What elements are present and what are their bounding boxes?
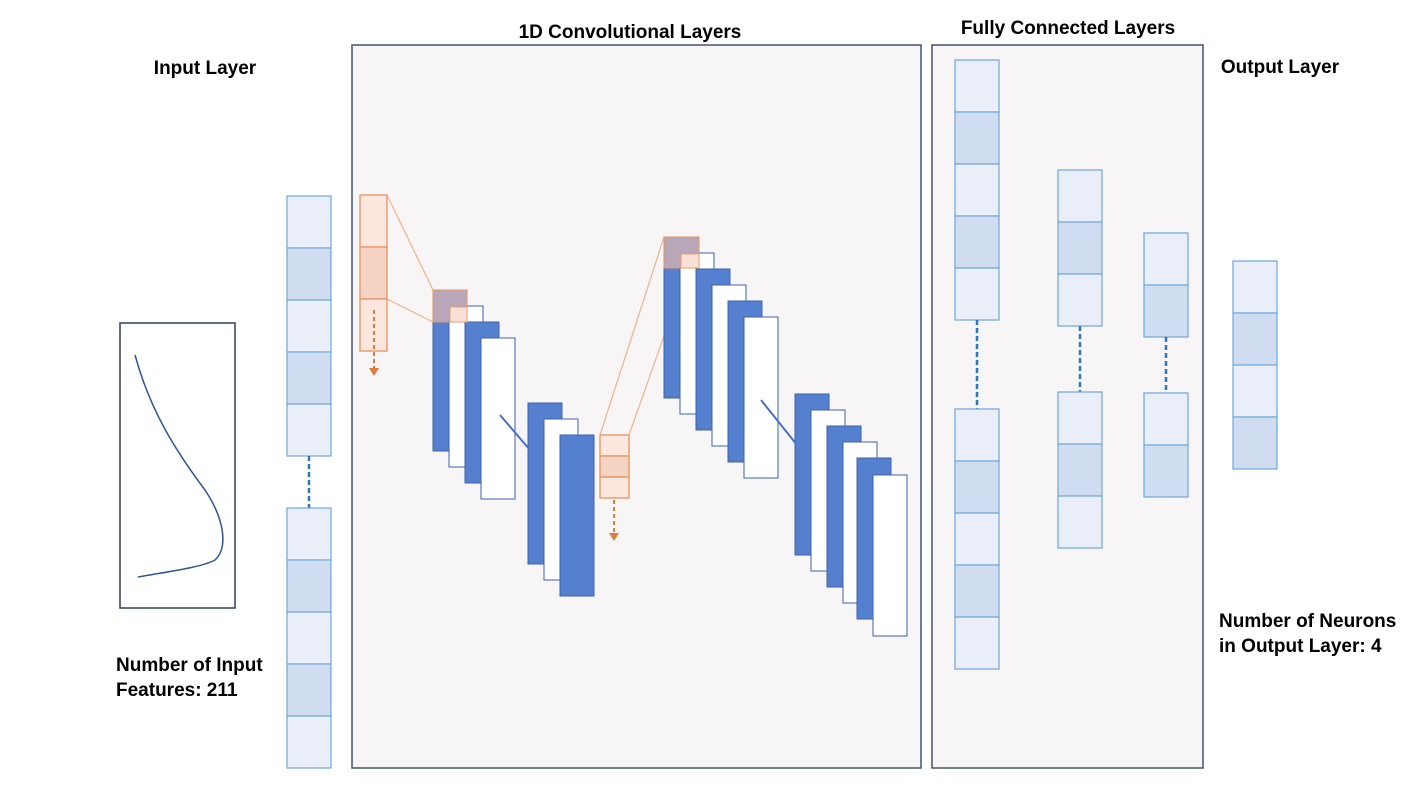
output-neuron bbox=[1232, 312, 1278, 366]
fc-neuron bbox=[954, 616, 1000, 670]
fc-layer-2 bbox=[1057, 169, 1103, 549]
kernel-slide-arrowhead bbox=[369, 368, 379, 376]
output-neuron bbox=[1232, 364, 1278, 418]
fc-layer-1 bbox=[954, 59, 1000, 670]
fc-neuron bbox=[1057, 273, 1103, 327]
fc-neuron bbox=[1057, 495, 1103, 549]
input-neuron bbox=[286, 247, 332, 301]
fc-neuron bbox=[954, 267, 1000, 321]
feature-map-stack-d bbox=[794, 393, 908, 637]
output-neuron bbox=[1232, 416, 1278, 470]
feature-map bbox=[872, 474, 908, 637]
fc-neuron bbox=[954, 564, 1000, 618]
output-layer-title: Output Layer bbox=[1221, 57, 1340, 78]
output-layer-column bbox=[1232, 260, 1278, 470]
fc-layer-3 bbox=[1143, 232, 1189, 498]
fc-neuron bbox=[1057, 443, 1103, 497]
fc-layers-title: Fully Connected Layers bbox=[961, 18, 1175, 39]
feature-map bbox=[559, 434, 595, 597]
fc-neuron bbox=[1057, 391, 1103, 445]
fc-neuron bbox=[954, 111, 1000, 165]
kernel-cell bbox=[599, 476, 630, 499]
fc-neuron bbox=[954, 163, 1000, 217]
conv-kernel-1 bbox=[359, 194, 388, 376]
input-neuron bbox=[286, 195, 332, 249]
input-features-note-line2: Features: 211 bbox=[116, 680, 238, 701]
kernel-cell bbox=[359, 194, 388, 248]
kernel-cell bbox=[599, 434, 630, 457]
kernel-projection-line bbox=[599, 236, 665, 436]
conv-layers-title: 1D Convolutional Layers bbox=[519, 22, 742, 43]
fc-neuron bbox=[1143, 232, 1189, 286]
fc-neuron bbox=[1143, 444, 1189, 498]
fc-neuron bbox=[954, 59, 1000, 113]
fc-neuron bbox=[954, 460, 1000, 514]
fc-neuron bbox=[1143, 392, 1189, 446]
feature-map bbox=[480, 337, 516, 500]
spectrum-plot-frame bbox=[119, 322, 236, 609]
input-layer-title: Input Layer bbox=[154, 58, 257, 79]
input-layer-column bbox=[286, 195, 332, 769]
input-neuron bbox=[286, 403, 332, 457]
input-neuron bbox=[286, 611, 332, 665]
kernel-cell bbox=[599, 455, 630, 478]
fc-neuron bbox=[954, 215, 1000, 269]
fc-neuron bbox=[1143, 284, 1189, 338]
input-features-note-line1: Number of Input bbox=[116, 655, 263, 676]
input-neurons-top bbox=[286, 195, 332, 457]
kernel-projection-line bbox=[386, 194, 434, 291]
input-neuron bbox=[286, 299, 332, 353]
output-neurons-note-line1: Number of Neurons bbox=[1219, 611, 1396, 632]
fc-neuron bbox=[954, 512, 1000, 566]
flow-connector bbox=[499, 414, 531, 451]
input-neuron bbox=[286, 663, 332, 717]
input-neuron bbox=[286, 715, 332, 769]
feature-map-stack-c bbox=[663, 236, 779, 479]
output-neuron bbox=[1232, 260, 1278, 314]
feature-map-stack-b bbox=[527, 402, 595, 597]
spectrum-curve bbox=[134, 354, 224, 578]
kernel-cell bbox=[359, 246, 388, 300]
kernel-slide-arrowhead bbox=[609, 533, 619, 541]
input-neurons-bottom bbox=[286, 507, 332, 769]
input-neuron bbox=[286, 559, 332, 613]
flow-connector bbox=[760, 399, 798, 446]
input-neuron bbox=[286, 507, 332, 561]
kernel-projection-line bbox=[386, 298, 434, 323]
feature-map-stack-a bbox=[432, 289, 516, 500]
feature-map bbox=[743, 316, 779, 479]
fc-neuron bbox=[954, 408, 1000, 462]
conv-kernel-2 bbox=[599, 434, 630, 541]
receptive-field-highlight bbox=[449, 306, 468, 323]
fc-neuron bbox=[1057, 169, 1103, 223]
input-spectrum-plot bbox=[119, 322, 236, 609]
input-neuron bbox=[286, 351, 332, 405]
receptive-field-highlight bbox=[680, 253, 700, 269]
output-neurons-note-line2: in Output Layer: 4 bbox=[1219, 636, 1382, 657]
fc-neuron bbox=[1057, 221, 1103, 275]
